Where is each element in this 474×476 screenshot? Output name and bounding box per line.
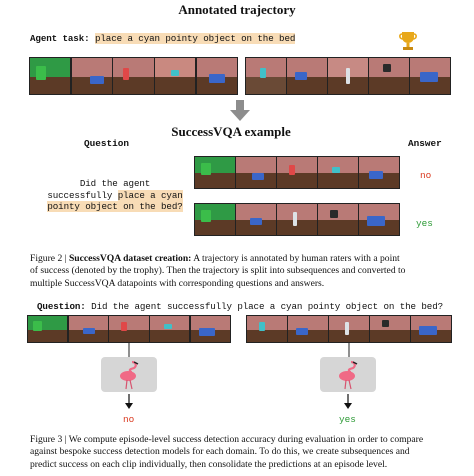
figure-2-line1: A trajectory is annotated by human rater…: [191, 253, 400, 264]
successvqa-strip-2: [194, 203, 400, 236]
figure-3-question: Question: Did the agent successfully pla…: [37, 301, 443, 312]
trajectory-frame: [318, 204, 358, 235]
trajectory-frame: [109, 316, 149, 342]
figure-3-question-label: Question:: [37, 301, 86, 312]
trajectory-frame: [195, 204, 235, 235]
figure-3-answer-no: no: [123, 414, 135, 425]
answer-no: no: [420, 170, 432, 181]
figure-2-label: Figure 2 |: [30, 253, 67, 264]
figure-3-question-text: Did the agent successfully place a cyan …: [91, 301, 444, 312]
trajectory-frame: [155, 58, 196, 94]
trajectory-frame: [246, 58, 286, 94]
trajectory-frame: [359, 157, 399, 188]
success-detector-box-right: [320, 357, 376, 392]
figure-2-line2: of success (denoted by the trophy). Then…: [30, 265, 406, 277]
figure-3-line1: Figure 3 | We compute episode-level succ…: [30, 434, 424, 445]
figure-3-caption: Figure 3 | We compute episode-level succ…: [30, 434, 470, 471]
trajectory-frame: [370, 316, 410, 342]
figure-3-answer-yes: yes: [339, 414, 356, 425]
trajectory-frame: [28, 316, 68, 342]
trajectory-frame: [71, 58, 112, 94]
figure-3-strip-left: [27, 315, 231, 343]
successvqa-strip-1: [194, 156, 400, 189]
trajectory-frame: [30, 58, 71, 94]
trajectory-frame: [277, 157, 317, 188]
trajectory-frame: [287, 58, 327, 94]
trajectory-frame: [318, 157, 358, 188]
trajectory-frame: [411, 316, 451, 342]
success-detector-box-left: [101, 357, 157, 392]
trajectory-frame: [247, 316, 287, 342]
agent-task-text: place a cyan pointy object on the bed: [94, 33, 296, 44]
trajectory-frame: [68, 316, 108, 342]
connector-lines: [128, 343, 350, 357]
trajectory-frame: [196, 58, 238, 94]
question-line: Did the agent: [79, 178, 151, 189]
down-arrow-icon: [229, 100, 251, 127]
question-line: successfully: [47, 189, 113, 201]
trajectory-frame: [190, 316, 231, 342]
answer-yes: yes: [416, 218, 433, 229]
trophy-icon: [398, 30, 418, 57]
trajectory-frame: [410, 58, 450, 94]
successvqa-title: SuccessVQA example: [171, 124, 291, 139]
flamingo-icon: [118, 360, 140, 395]
question-line-highlight: pointy object on the bed?: [47, 201, 183, 213]
figure-2-line3: multiple SuccessVQA datapoints with corr…: [30, 277, 325, 289]
trajectory-frame: [328, 58, 368, 94]
trajectory-frame: [288, 316, 328, 342]
agent-task-label: Agent task:: [30, 33, 90, 44]
flamingo-icon: [337, 360, 359, 395]
figure-3-strip-right: [246, 315, 452, 343]
question-text: Did the agent successfully place a cyan …: [40, 178, 190, 213]
answer-header: Answer: [408, 138, 442, 149]
trajectory-frame: [236, 157, 276, 188]
figure-2-bold: SuccessVQA dataset creation:: [68, 253, 192, 264]
annotated-trajectory-title: Annotated trajectory: [178, 2, 296, 17]
figure-2-caption: Figure 2 | SuccessVQA dataset creation: …: [30, 253, 450, 290]
question-header: Question: [84, 138, 130, 149]
trajectory-strip-left: [29, 57, 238, 95]
trajectory-frame: [195, 157, 235, 188]
figure-3-line2: against bespoke success detection models…: [30, 446, 410, 458]
trajectory-frame: [277, 204, 317, 235]
question-line-highlight: place a cyan: [117, 189, 183, 201]
figure-3-line3: predict success on each clip individuall…: [30, 458, 388, 470]
trajectory-frame: [236, 204, 276, 235]
trajectory-frame: [359, 204, 399, 235]
trajectory-frame: [329, 316, 369, 342]
trajectory-frame: [113, 58, 154, 94]
down-arrow-icon: [125, 394, 133, 409]
agent-task-line: Agent task: place a cyan pointy object o…: [30, 33, 295, 44]
trajectory-frame: [369, 58, 409, 94]
down-arrow-icon: [344, 394, 352, 409]
trajectory-frame: [150, 316, 190, 342]
trajectory-strip-right: [245, 57, 451, 95]
